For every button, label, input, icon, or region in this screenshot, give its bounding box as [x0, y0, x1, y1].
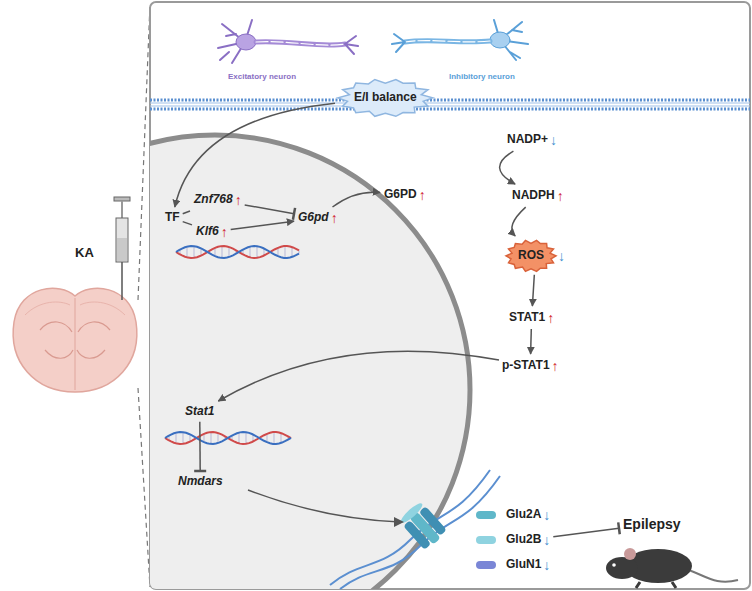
change-arrow: ↓	[550, 132, 557, 148]
connector	[183, 211, 190, 214]
zoom-line	[138, 4, 150, 300]
change-arrow: ↑	[331, 210, 338, 226]
dna-helix	[165, 246, 299, 444]
node-text: NADP+	[507, 133, 548, 147]
cell-type-label: Excitatory neuron	[228, 72, 296, 81]
change-arrow: ↓	[543, 557, 550, 573]
subunit-label: Glu2B↓	[506, 532, 550, 548]
metabolite-label: NADPH↑	[512, 188, 564, 204]
nucleus	[150, 135, 470, 589]
node-text: ROS	[518, 248, 544, 262]
connector	[231, 221, 294, 229]
gene-label: Klf6↑	[196, 224, 228, 240]
change-arrow: ↑	[552, 358, 559, 374]
protein-label: p-STAT1↑	[502, 358, 559, 374]
node-text: E/I balance	[354, 90, 417, 104]
change-arrow: ↑	[547, 310, 554, 326]
subunit-label: GluN1↓	[506, 557, 550, 573]
connector	[512, 207, 526, 236]
node-text: NADPH	[512, 189, 555, 203]
mouse	[606, 548, 738, 588]
connector	[530, 329, 532, 354]
node-text: Epilepsy	[623, 516, 681, 532]
arrowhead	[394, 517, 404, 527]
node-text: G6PD	[384, 188, 417, 202]
glun1-icon	[476, 561, 496, 569]
synaptic-membrane	[330, 470, 500, 589]
change-arrow: ↓	[543, 532, 550, 548]
excitatory-neuron	[218, 20, 358, 63]
glu2b-icon	[476, 536, 496, 544]
gene-label: Nmdars	[178, 475, 223, 489]
subunit-label: Glu2A↓	[506, 507, 550, 523]
change-arrow: ↓	[558, 248, 565, 264]
inhibition-connector	[245, 205, 294, 214]
zoom-line	[138, 388, 150, 587]
node-text: Glu2A	[506, 508, 541, 522]
connector	[333, 192, 381, 207]
inhibition-connector	[553, 528, 619, 537]
glu2a-icon	[476, 511, 496, 519]
brain-slice	[13, 288, 137, 392]
inhibition-connector	[199, 422, 201, 471]
tf-label: TF	[165, 211, 180, 225]
change-arrow: ↑	[557, 188, 564, 204]
change-arrow: ↑	[235, 192, 242, 208]
node-text: TF	[165, 211, 180, 225]
change-arrow: ↑	[419, 187, 426, 203]
connector	[500, 151, 515, 184]
gene-label: Stat1	[185, 405, 214, 419]
inhibitory-neuron	[392, 20, 528, 60]
connector	[532, 275, 534, 306]
gene-label: Znf768↑	[194, 192, 242, 208]
protein-label: STAT1↑	[509, 310, 554, 326]
node-text: p-STAT1	[502, 359, 550, 373]
connector	[183, 222, 192, 225]
node-text: Znf768	[194, 193, 233, 207]
outcome-label: Epilepsy	[623, 516, 681, 532]
connector	[175, 103, 335, 207]
ros-starburst: ROS ↓	[506, 240, 565, 272]
node-text: G6pd	[298, 211, 329, 225]
node-text: STAT1	[509, 311, 545, 325]
node-text: Klf6	[196, 225, 219, 239]
starburst: ROS	[506, 240, 556, 272]
syringe	[114, 197, 130, 300]
node-text: Stat1	[185, 405, 214, 419]
gene-label: G6pd↑	[298, 210, 338, 226]
drug-label: KA	[75, 245, 94, 260]
cell-membrane	[150, 100, 750, 109]
node-text: Nmdars	[178, 475, 223, 489]
eib-starburst: E/I balance	[338, 79, 433, 117]
change-arrow: ↓	[543, 507, 550, 523]
translation-arrow	[248, 490, 400, 522]
nmda-receptor	[398, 500, 448, 551]
change-arrow: ↑	[221, 224, 228, 240]
starburst: E/I balance	[338, 79, 433, 117]
metabolite-label: NADP+↓	[507, 132, 557, 148]
connector	[218, 351, 499, 401]
node-text: Glu2B	[506, 533, 541, 547]
cell-type-label: Inhibitory neuron	[449, 72, 515, 81]
protein-label: G6PD↑	[384, 187, 426, 203]
node-text: GluN1	[506, 558, 541, 572]
